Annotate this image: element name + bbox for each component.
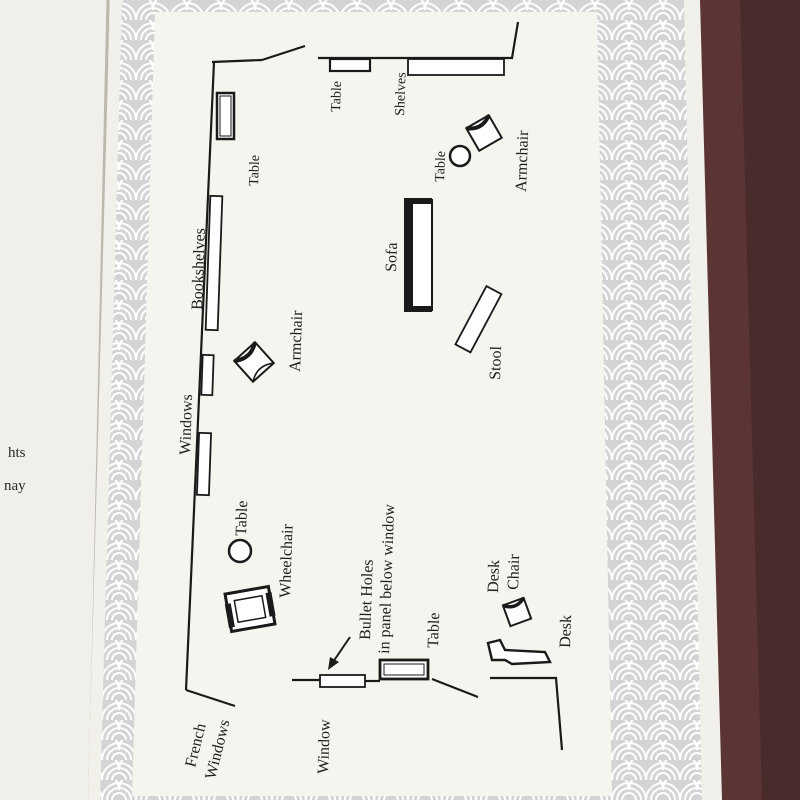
stool-shape bbox=[454, 284, 503, 354]
table-round-right-shape bbox=[448, 144, 472, 168]
label-desk-chair-1: Desk bbox=[485, 560, 503, 593]
table-round-shape bbox=[227, 538, 253, 564]
floor-plan-walls bbox=[184, 21, 564, 751]
bullet-holes-arrow bbox=[328, 636, 351, 670]
book-cover bbox=[690, 0, 800, 800]
label-table-bottom: Table bbox=[425, 612, 443, 648]
shelves-shape bbox=[407, 58, 505, 76]
sofa-shape bbox=[404, 198, 433, 312]
windows-shape-1 bbox=[200, 353, 215, 397]
label-shelves: Shelves bbox=[393, 72, 410, 116]
label-table-top-right: Table bbox=[329, 81, 345, 112]
desk-shape bbox=[486, 638, 552, 666]
table-top-left-shape bbox=[215, 91, 236, 141]
windows-shape-2 bbox=[195, 431, 213, 497]
desk-chair-shape bbox=[501, 596, 533, 628]
label-stool: Stool bbox=[487, 345, 505, 380]
label-armchair-right: Armchair bbox=[513, 130, 532, 193]
label-wheelchair: Wheelchair bbox=[277, 523, 297, 598]
label-desk-chair-2: Chair bbox=[505, 553, 523, 590]
label-armchair-left: Armchair bbox=[287, 310, 306, 373]
left-page bbox=[0, 0, 110, 800]
label-bullet-holes-2: in panel below window bbox=[376, 503, 398, 654]
label-windows: Windows bbox=[177, 394, 196, 455]
window-bottom-shape bbox=[319, 674, 366, 688]
bookshelves-shape bbox=[204, 194, 224, 332]
label-table-wheelchair: Table bbox=[233, 500, 251, 536]
floor-plan-furniture bbox=[195, 57, 552, 688]
label-desk: Desk bbox=[557, 615, 575, 648]
book-cover-edge bbox=[690, 0, 762, 800]
left-page-text-2: nay bbox=[4, 478, 26, 494]
left-page-text-1: hts bbox=[8, 445, 26, 461]
label-bullet-holes-1: Bullet Holes bbox=[357, 559, 377, 640]
wheelchair-shape bbox=[223, 584, 277, 634]
table-top-right-shape bbox=[328, 57, 372, 73]
label-bookshelves: Bookshelves bbox=[189, 228, 209, 310]
label-window-bottom: Window bbox=[315, 719, 334, 774]
armchair-right-shape bbox=[464, 113, 504, 153]
label-table-armchair-right: Table bbox=[433, 151, 449, 182]
table-bottom-shape bbox=[378, 658, 430, 681]
armchair-left-shape bbox=[232, 340, 276, 384]
label-table-top-left: Table bbox=[247, 155, 263, 186]
floor-plan-labels: Table Bookshelves Windows Armchair Table… bbox=[177, 72, 575, 781]
label-sofa: Sofa bbox=[383, 242, 401, 272]
